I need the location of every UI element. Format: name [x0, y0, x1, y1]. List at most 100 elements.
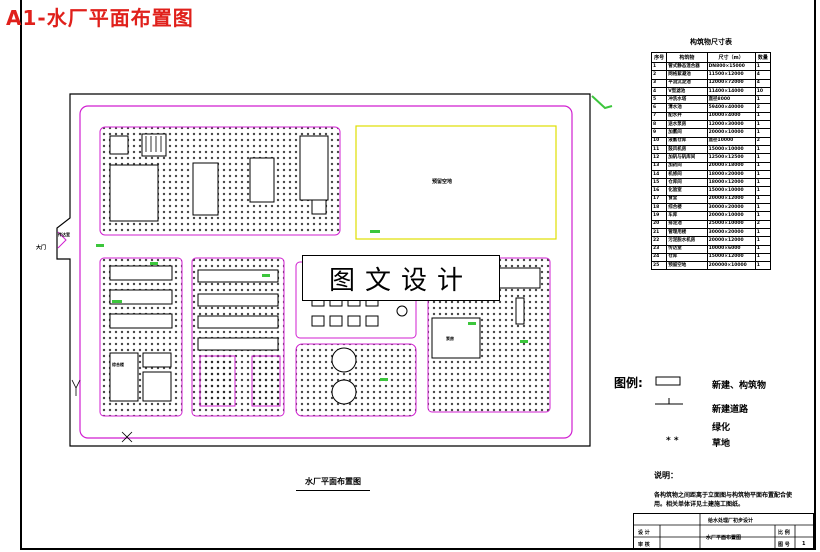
tb-design: 设 计: [638, 530, 650, 536]
table-cell: 9: [650, 128, 668, 138]
gate-label: 大门: [36, 245, 47, 251]
table-cell: 1: [754, 120, 772, 130]
table-cell: 2: [754, 219, 772, 229]
table-cell: 15000×10000: [706, 186, 756, 196]
table-cell: 排泥池: [666, 219, 708, 229]
table-cell: 30000×20000: [706, 203, 756, 213]
tb-check: 审 核: [638, 542, 650, 548]
table-cell: 12: [650, 153, 668, 163]
reserve-area: [355, 125, 557, 240]
col-header: 序号: [650, 52, 668, 63]
notes-text: 各构筑物之间距离于立面图与构筑物平面布置配合使用。相关单体详见土建施工图纸。: [654, 492, 793, 508]
table-cell: 1: [754, 252, 772, 263]
table-cell: 仓库: [666, 252, 708, 263]
table-cell: 15000×10000: [706, 144, 756, 155]
table-cell: 23: [650, 244, 668, 254]
col-header: 尺寸（m）: [706, 52, 756, 63]
table-cell: 送水泵房: [666, 120, 708, 130]
legend-item-grass: 草地: [712, 439, 731, 449]
building-7: [311, 199, 327, 215]
table-cell: 4: [754, 70, 772, 80]
table-cell: 仓库间: [666, 178, 708, 188]
table-cell: 1: [754, 211, 772, 221]
table-cell: 22: [650, 236, 668, 246]
site-boundary: [56, 93, 591, 447]
table-cell: 网格絮凝池: [666, 70, 708, 80]
table-cell: 10000×6000: [706, 244, 756, 254]
table-cell: 1: [754, 111, 772, 122]
table-cell: 液氯仓库: [666, 136, 708, 146]
table-cell: 14: [650, 169, 668, 180]
table-cell: 1: [754, 261, 772, 271]
table-cell: 25000×10000: [706, 219, 756, 229]
table-cell: 预留空地: [666, 261, 708, 271]
table-cell: 4: [650, 86, 668, 97]
table-cell: 12000×30000: [706, 120, 756, 130]
building-1: [109, 135, 129, 155]
table-cell: 加矾与矾库间: [666, 153, 708, 163]
table-cell: 3: [650, 78, 668, 88]
legend: 图例: 新建、构筑物 新建道路 绿化 * * 草地: [614, 370, 784, 450]
table-cell: 直径8000: [706, 95, 756, 105]
table-cell: 直径10000: [706, 136, 756, 146]
table-cell: 20000×12000: [706, 194, 756, 205]
table-cell: 1: [754, 178, 772, 188]
table-cell: 2: [754, 103, 772, 113]
building-6: [299, 135, 329, 201]
table-cell: 机修间: [666, 169, 708, 180]
title-block: 给水处理厂初步设计 设 计 审 核 水厂平面布置图 比 例 图 号 1: [633, 513, 814, 550]
table-cell: 15000×12000: [706, 252, 756, 263]
table-cell: 综合楼: [666, 203, 708, 213]
table-cell: 1: [754, 194, 772, 205]
table-cell: 加氯间: [666, 128, 708, 138]
sheet-title: A1-水厂平面布置图: [6, 6, 194, 30]
pump-house: [431, 317, 481, 359]
table-cell: 1: [754, 153, 772, 163]
tank-block: [295, 343, 417, 417]
table-cell: 18000×12000: [706, 178, 756, 188]
table-cell: 8: [650, 120, 668, 130]
table-cell: V型滤池: [666, 86, 708, 97]
table-cell: 7: [650, 111, 668, 122]
table-cell: 1: [650, 61, 668, 72]
table-cell: 1: [754, 61, 772, 72]
tb-scale: 比 例: [778, 530, 790, 536]
table-cell: 传达室: [666, 244, 708, 254]
table-cell: 20: [650, 219, 668, 229]
table-cell: 1: [754, 128, 772, 138]
legend-title: 图例:: [614, 376, 643, 390]
table-cell: 鼓风机房: [666, 144, 708, 155]
table-cell: 1: [754, 203, 772, 213]
table-cell: 20000×12000: [706, 236, 756, 246]
table-cell: 19: [650, 211, 668, 221]
table-cell: 11: [650, 144, 668, 155]
table-cell: 化验室: [666, 186, 708, 196]
table-cell: 加药间: [666, 161, 708, 171]
tank-2: [331, 379, 357, 405]
table-cell: 10: [754, 86, 772, 97]
dimension-table-title: 构筑物尺寸表: [690, 38, 732, 46]
table-cell: 13: [650, 161, 668, 171]
table-cell: 12500×12500: [706, 153, 756, 163]
legend-grass-symbol: * *: [666, 436, 679, 446]
table-cell: 200000×10000: [706, 261, 756, 271]
table-cell: 17: [650, 194, 668, 205]
table-cell: 20000×10000: [706, 128, 756, 138]
table-cell: 清水池: [666, 103, 708, 113]
table-cell: 1: [754, 169, 772, 180]
